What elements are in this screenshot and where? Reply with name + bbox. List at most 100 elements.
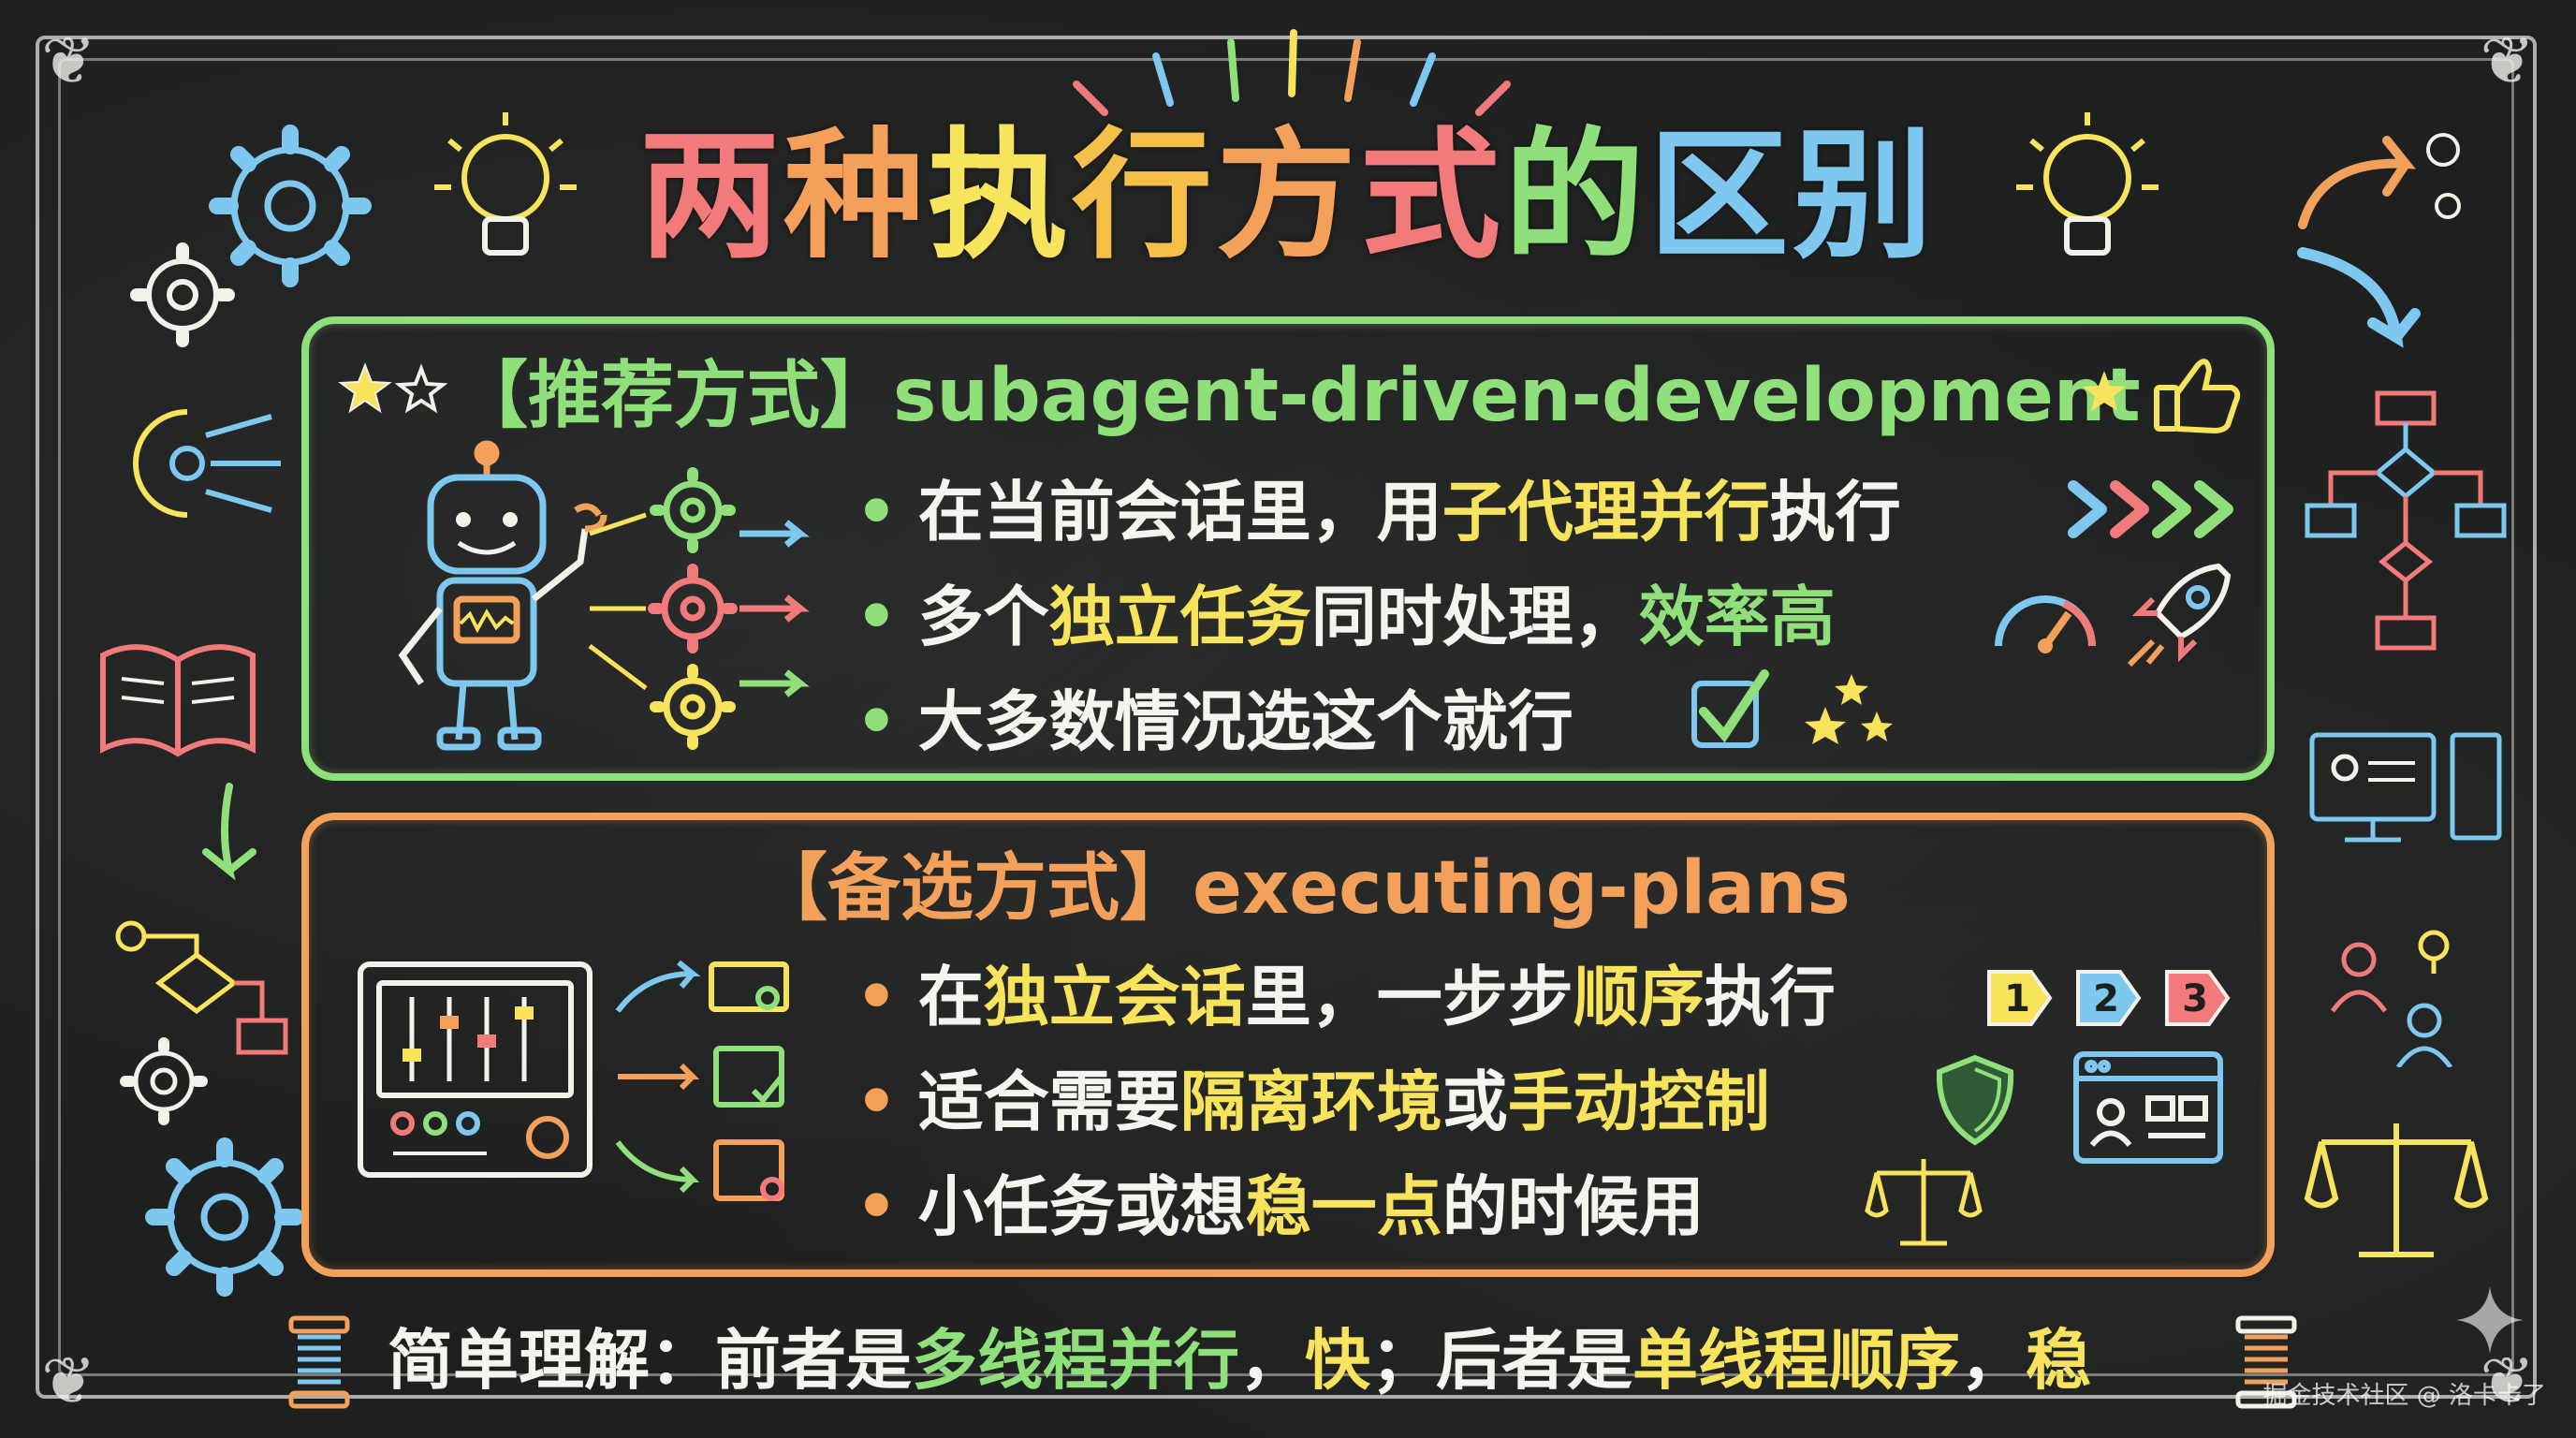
lightbulb-icon <box>434 112 577 256</box>
sparkle-icon <box>2456 1286 2524 1354</box>
thread-spool-icon <box>2235 1315 2297 1409</box>
robot-icon <box>398 440 607 751</box>
alternative-bullet: •小任务或想稳一点的时候用 <box>856 1174 1705 1240</box>
bullet-dot: • <box>856 1064 898 1140</box>
gear-icon <box>130 242 235 347</box>
thumbs-up-icon <box>2083 359 2241 434</box>
title-char: 两 <box>638 115 783 278</box>
bullet-dot: • <box>856 474 898 550</box>
bullet-highlight: 独立任务 <box>1048 579 1311 655</box>
alternative-bullet: •在独立会话里，一步步顺序执行 <box>856 964 1836 1030</box>
bullet-highlight: 隔离环境 <box>1179 1064 1442 1140</box>
recommended-heading: 【推荐方式】subagent-driven-development <box>455 360 2141 433</box>
control-panel-icon <box>358 961 593 1178</box>
bullet-highlight: 子代理并行 <box>1442 474 1770 550</box>
bullet-text: 在当前会话里，用 <box>917 474 1442 550</box>
bullet-text: 或 <box>1442 1064 1508 1140</box>
alternative-heading: 【备选方式】executing-plans <box>754 852 1851 925</box>
summary-highlight: 单线程顺序 <box>1632 1322 1960 1399</box>
page-title: 两种执行方式的区别 <box>0 120 2576 274</box>
bullet-dot: • <box>856 1168 898 1245</box>
bullet-dot: • <box>856 579 898 655</box>
summary-highlight: 快 <box>1305 1322 1370 1399</box>
watermark: 掘金技术社区 @ 洛卡卡了 <box>2262 1382 2546 1410</box>
gear-icon <box>209 125 372 287</box>
step-number: 2 <box>2093 977 2119 1020</box>
numbered-steps-icon: 1 2 3 <box>1987 970 2231 1026</box>
bullet-text: 执行 <box>1769 474 1901 550</box>
speedometer-icon <box>1995 595 2096 653</box>
title-char: 别 <box>1793 115 1938 278</box>
bullet-text: 执行 <box>1704 959 1836 1035</box>
bullet-text: 里，一步步 <box>1245 959 1573 1035</box>
recommended-bullet: •多个独立任务同时处理，效率高 <box>856 584 1836 650</box>
title-char: 方 <box>1215 115 1360 278</box>
down-arrow-icon <box>202 783 256 881</box>
thread-spool-icon <box>288 1315 350 1409</box>
title-char: 的 <box>1504 115 1649 278</box>
gear-icon <box>120 1037 208 1125</box>
summary-highlight: 多线程并行 <box>912 1322 1239 1399</box>
curved-arrow-icon <box>2297 247 2421 348</box>
flowchart-icon <box>2305 390 2507 651</box>
summary-highlight: 稳 <box>2026 1322 2091 1399</box>
bullet-text: 多个 <box>917 579 1049 655</box>
recommended-bullet: •大多数情况选这个就行 <box>856 689 1573 755</box>
balance-scale-icon <box>2304 1123 2489 1257</box>
recommended-panel <box>301 316 2275 781</box>
bullet-text: 大多数情况选这个就行 <box>917 683 1573 760</box>
computer-icon <box>2309 732 2502 843</box>
stars-icon <box>338 362 448 414</box>
corner-flourish-icon: ❦ <box>2480 1343 2535 1419</box>
title-char: 式 <box>1360 115 1505 278</box>
bullet-text: 小任务或想 <box>917 1168 1246 1245</box>
chalkboard-frame-inner <box>58 58 2514 1376</box>
alternative-panel <box>301 813 2275 1277</box>
distribute-arrows-icon <box>133 409 281 518</box>
step-number: 3 <box>2182 977 2208 1020</box>
user-ideas-icon <box>2330 930 2453 1067</box>
step-number: 1 <box>2004 977 2030 1020</box>
bullet-text: 同时处理， <box>1310 579 1639 655</box>
recommended-bullet: •在当前会话里，用子代理并行执行 <box>856 479 1901 545</box>
curved-arrow-icon <box>2298 133 2461 229</box>
summary-text: ；后者是 <box>1370 1322 1632 1399</box>
rocket-icon <box>2127 563 2232 668</box>
alternative-method-name: executing-plans <box>1193 846 1851 931</box>
title-char: 区 <box>1648 115 1793 278</box>
flowchart-icon <box>115 920 288 1055</box>
bullet-text: 适合需要 <box>917 1064 1180 1140</box>
sparkle-lines-icon <box>1073 29 1511 116</box>
alternative-bullet: •适合需要隔离环境或手动控制 <box>856 1069 1770 1135</box>
bullet-highlight: 顺序 <box>1573 959 1705 1035</box>
open-book-icon <box>100 644 256 757</box>
bullet-dot: • <box>856 959 898 1035</box>
checkbox-stars-icon <box>1691 669 1893 748</box>
chalkboard-frame-outer <box>36 36 2537 1399</box>
bullet-highlight: 稳一点 <box>1245 1168 1442 1245</box>
bullet-dot: • <box>856 683 898 760</box>
sequential-tasks-icon <box>615 960 789 1201</box>
summary-text: 简单理解：前者是 <box>388 1322 912 1399</box>
bullet-highlight: 效率高 <box>1638 579 1836 655</box>
balance-scale-icon <box>1865 1159 1983 1246</box>
bullet-text: 的时候用 <box>1442 1168 1705 1245</box>
gear-icon <box>145 1137 304 1297</box>
corner-flourish-icon: ❦ <box>41 1343 96 1419</box>
bullet-highlight: 手动控制 <box>1507 1064 1770 1140</box>
title-char: 执 <box>927 115 1072 278</box>
alternative-label: 【备选方式】 <box>754 846 1193 931</box>
shield-icon <box>1936 1054 2014 1146</box>
corner-flourish-icon: ❦ <box>41 22 96 99</box>
bullet-highlight: 独立会话 <box>983 959 1246 1035</box>
corner-flourish-icon: ❦ <box>2480 22 2535 99</box>
bullet-text: 在 <box>917 959 984 1035</box>
summary-text: ， <box>1960 1322 2026 1399</box>
recommended-label: 【推荐方式】 <box>455 354 894 438</box>
recommended-method-name: subagent-driven-development <box>893 354 2141 438</box>
title-char: 行 <box>1071 115 1216 278</box>
browser-window-icon <box>2073 1051 2223 1164</box>
summary-text: ， <box>1239 1322 1305 1399</box>
summary-line: 简单理解：前者是多线程并行，快；后者是单线程顺序，稳 <box>388 1328 2091 1393</box>
lightbulb-icon <box>2016 112 2159 256</box>
